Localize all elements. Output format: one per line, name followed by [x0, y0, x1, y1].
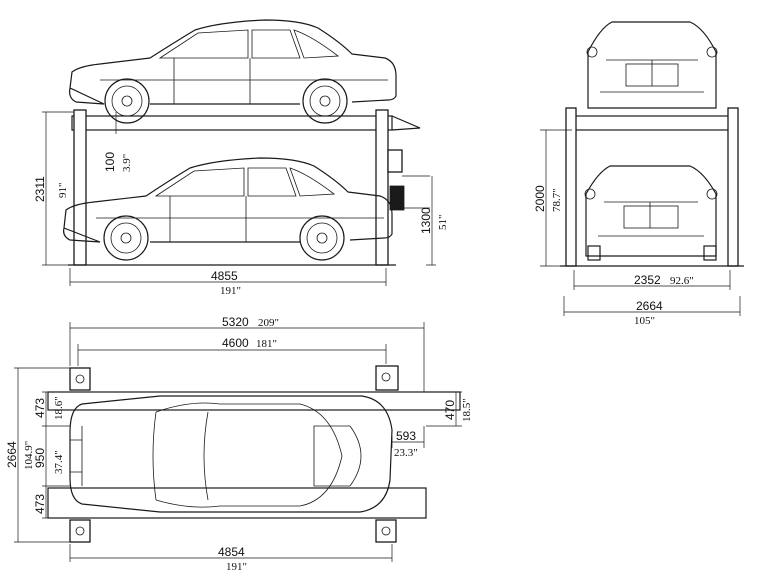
upper-crossbar [571, 115, 733, 131]
front-width-105-label: 105" [634, 315, 655, 327]
bottom-runway [47, 487, 427, 519]
front-width-2664-label: 2664 [636, 299, 663, 313]
offset-593-label: 593 [396, 429, 416, 443]
upper-car-side [69, 19, 397, 124]
top-length-5320-label: 5320 [222, 315, 249, 329]
top-base-4854-label: 4854 [218, 545, 245, 559]
gap-37.4-label: 37.4" [53, 450, 65, 474]
top-base-191-label: 191" [226, 561, 247, 573]
upper-platform [71, 115, 421, 131]
top-length-209-label: 209" [258, 317, 279, 329]
top-spacing-181-label: 181" [256, 338, 277, 350]
right-post-side [375, 109, 389, 266]
left-post-side [73, 109, 87, 266]
left-post-front [565, 107, 577, 267]
thickness-100-label: 100 [103, 152, 117, 172]
thickness-3.9-label: 3.9" [121, 154, 133, 172]
gap-950-label: 950 [33, 448, 47, 468]
post-top-left [69, 367, 91, 391]
height-91-label: 91" [57, 183, 69, 199]
front-height-2000-label: 2000 [533, 185, 547, 212]
post-bottom-right [375, 519, 397, 543]
front-view: 2000 78.7" 2352 92.6" 2664 105" [533, 21, 744, 327]
upper-car-front [586, 21, 718, 109]
front-width-2352-label: 2352 [634, 273, 661, 287]
car-top [69, 395, 393, 513]
top-view: 5320 209" 4600 181" 4854 191" 2664 104.9… [5, 315, 473, 573]
lower-car-front [584, 165, 718, 261]
length-191-label: 191" [220, 285, 241, 297]
height-2311-label: 2311 [33, 176, 47, 202]
post-bottom-left [69, 519, 91, 543]
offset-23.3-label: 23.3" [394, 447, 418, 459]
runway-18.6-label: 18.6" [53, 396, 65, 420]
top-spacing-4600-label: 4600 [222, 336, 249, 350]
lift-51-label: 51" [437, 215, 449, 231]
top-runway [47, 391, 461, 411]
right-runway-18.5-label: 18.5" [461, 398, 473, 422]
top-width-104.9-label: 104.9" [23, 441, 35, 470]
front-width-92.6-label: 92.6" [670, 275, 694, 287]
top-width-2664-label: 2664 [5, 441, 19, 468]
right-post-front [727, 107, 739, 267]
power-unit [387, 149, 430, 211]
length-4855-label: 4855 [211, 269, 238, 283]
right-runway-470-label: 470 [443, 400, 457, 420]
side-view: 2311 91" 100 3.9" 1300 51" 4855 191" [33, 19, 449, 297]
lower-car-side [63, 157, 393, 261]
post-top-right [375, 365, 399, 391]
runway-473-top-label: 473 [33, 398, 47, 418]
front-height-78.7-label: 78.7" [551, 188, 563, 212]
runway-473-bottom-label: 473 [33, 494, 47, 514]
lift-1300-label: 1300 [419, 207, 433, 234]
